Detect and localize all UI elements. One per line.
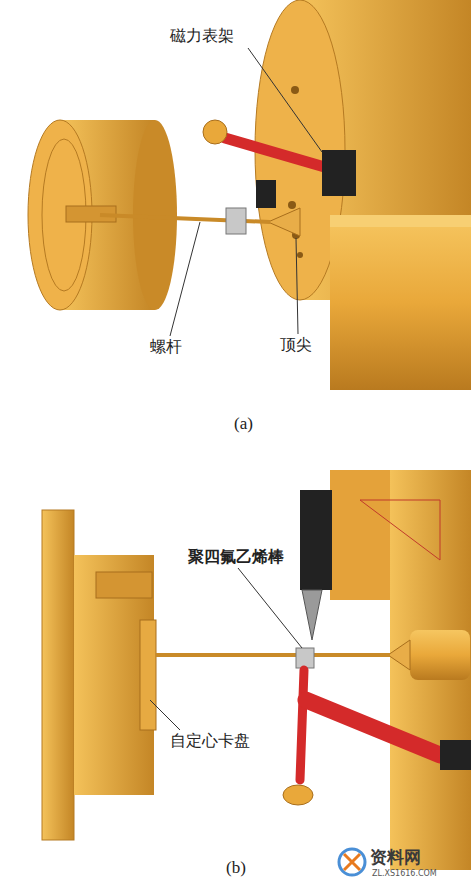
watermark: 资料网 — [370, 848, 421, 868]
magnetic-stand-b — [283, 648, 471, 805]
tailstock-b — [388, 630, 470, 680]
part-label: 磁力表架 — [170, 27, 234, 45]
watermark-logo — [339, 849, 365, 875]
watermark: ZL.XS1616.COM — [372, 869, 437, 878]
center-point — [268, 208, 300, 236]
part-label: 顶尖 — [280, 336, 312, 354]
subfigure-caption: (a) — [234, 414, 253, 434]
subfigure-caption: (b) — [226, 858, 246, 878]
part-label: 聚四氟乙烯棒 — [188, 548, 284, 566]
magnetic-stand — [203, 120, 356, 234]
part-label: 自定心卡盘 — [170, 732, 250, 750]
leader-lines-a — [170, 48, 322, 336]
part-label: 螺杆 — [150, 338, 182, 356]
leader-lines-b — [150, 568, 302, 730]
headstock — [255, 0, 471, 390]
cross-slide — [300, 470, 471, 870]
ptfe-rod — [156, 653, 390, 657]
chuck-b — [42, 510, 156, 840]
